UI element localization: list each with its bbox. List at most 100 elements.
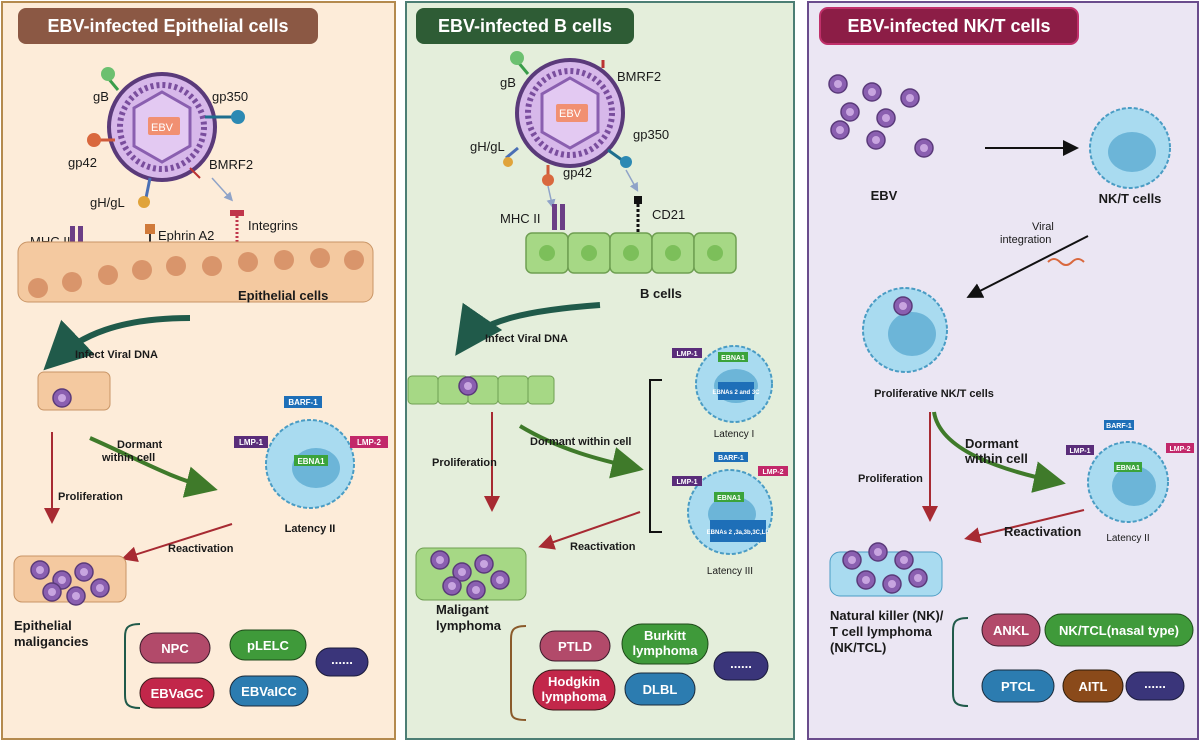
tag-lmp1: LMP-1 xyxy=(239,438,264,447)
tag-lmp2-nkt: LMP-2 xyxy=(1170,446,1191,453)
tag-ebnas-l3: EBNAs 2 ,3a,3b,3C,LP xyxy=(707,530,770,536)
label-proliferation-bcell: Proliferation xyxy=(432,457,497,469)
disease-more-bcell-label: ...... xyxy=(730,656,752,671)
disease-ankl-label: ANKL xyxy=(993,623,1029,638)
tag-ebna1-l3: EBNA1 xyxy=(717,495,741,502)
tag-lmp2-l3: LMP-2 xyxy=(763,469,784,476)
epithelial-tumor-icon xyxy=(13,555,127,606)
disease-ptcl xyxy=(981,669,1055,703)
disease-nktcl-nasal xyxy=(1044,613,1194,647)
disease-npc xyxy=(139,632,211,664)
infected-bcells-icon xyxy=(407,375,555,405)
label-latency2-nkt: Latency II xyxy=(1106,533,1149,544)
bcell-bracket xyxy=(510,625,527,721)
ebv-core-label-bcell: EBV xyxy=(559,108,582,120)
label-latency2: Latency II xyxy=(285,523,336,535)
label-gp42-bcell: gp42 xyxy=(563,165,592,180)
epithelial-bracket xyxy=(124,623,141,709)
dormant-arrow-bcell xyxy=(518,424,644,479)
label-proliferative-nkt: Proliferative NK/T cells xyxy=(874,388,994,400)
disease-ebvaicc xyxy=(229,675,309,707)
disease-ebvaicc-label: EBVaICC xyxy=(241,684,297,699)
label-gp350: gp350 xyxy=(212,89,248,104)
label-reactivation-nkt: Reactivation xyxy=(1004,524,1081,539)
label-ghgl-bcell: gH/gL xyxy=(470,139,505,154)
tag-lmp1-l3: LMP-1 xyxy=(677,479,698,486)
disease-ptld-label: PTLD xyxy=(558,639,592,654)
label-gp350-bcell: gp350 xyxy=(633,127,669,142)
label-nkt-lymphoma: Natural killer (NK)/T cell lymphoma(NK/T… xyxy=(830,608,944,655)
ebv-virion-bcell-icon xyxy=(503,51,632,186)
panel-nkt-title: EBV-infected NK/T cells xyxy=(847,16,1050,36)
disease-more-nkt-label: ...... xyxy=(1144,676,1166,691)
label-infect-viral-dna: Infect Viral DNA xyxy=(75,349,158,361)
nkt-bracket xyxy=(952,617,969,707)
disease-burkitt xyxy=(621,623,709,665)
receptor-integrin-icon xyxy=(230,210,244,248)
disease-ankl xyxy=(981,613,1041,647)
tag-ebna1-l1: EBNA1 xyxy=(721,355,745,362)
label-ghgl: gH/gL xyxy=(90,195,125,210)
label-gp42: gp42 xyxy=(68,155,97,170)
disease-aitl xyxy=(1062,669,1124,703)
receptor-mhc-bcell-icon xyxy=(552,204,565,230)
bcell-layer xyxy=(525,232,737,274)
label-proliferation-nkt: Proliferation xyxy=(858,473,923,485)
panel-nkt-header xyxy=(819,7,1079,45)
panel-bcell-header xyxy=(416,8,634,44)
dormant-arrow-nkt xyxy=(932,411,1066,493)
proliferative-nkt-icon xyxy=(862,287,948,373)
label-gb-bcell: gB xyxy=(500,75,516,90)
infected-cells-icon xyxy=(37,371,111,411)
disease-more-epithelial xyxy=(315,647,369,677)
label-reactivation-bcell: Reactivation xyxy=(570,541,636,553)
reactivation-arrow-nkt xyxy=(964,509,1085,543)
disease-ptld xyxy=(539,630,611,662)
disease-plelc-label: pLELC xyxy=(247,638,289,653)
tag-lmp1-l1: LMP-1 xyxy=(677,351,698,358)
label-integrins: Integrins xyxy=(248,218,298,233)
label-proliferation: Proliferation xyxy=(58,491,123,503)
nkt-cell-icon xyxy=(1089,107,1171,189)
disease-more-epithelial-label: ...... xyxy=(331,652,353,667)
latency1-cell-icon xyxy=(672,345,773,423)
disease-ptcl-label: PTCL xyxy=(1001,679,1035,694)
label-epithelial-cells: Epithelial cells xyxy=(238,288,328,303)
ebv-core-label: EBV xyxy=(151,122,174,134)
label-ebv-nkt: EBV xyxy=(871,188,898,203)
dna-icon xyxy=(1047,258,1085,266)
ebv-virion-icon xyxy=(87,67,245,208)
tag-barf1-l3: BARF-1 xyxy=(718,455,744,462)
disease-plelc xyxy=(229,629,307,661)
disease-npc-label: NPC xyxy=(161,641,189,656)
receptor-mhc-icon xyxy=(70,226,83,254)
lymphoma-tumor-icon xyxy=(415,547,527,601)
dormant-arrow xyxy=(89,436,218,498)
panel-epithelial-header xyxy=(18,8,318,44)
infect-arrow xyxy=(43,315,191,371)
disease-aitl-label: AITL xyxy=(1079,679,1108,694)
label-nkt-cells: NK/T cells xyxy=(1099,191,1162,206)
tag-lmp2: LMP-2 xyxy=(357,438,382,447)
disease-nktcl-nasal-label: NK/TCL(nasal type) xyxy=(1059,623,1179,638)
label-bmrf2: BMRF2 xyxy=(209,157,253,172)
receptor-cd21-icon xyxy=(634,196,642,232)
label-latency1: Latency I xyxy=(714,429,755,440)
label-dormant-bcell: Dormant within cell xyxy=(530,436,631,448)
label-latency3: Latency III xyxy=(707,566,753,577)
latency2-cell-icon xyxy=(234,396,388,509)
epithelial-cell-layer xyxy=(17,241,374,303)
reactivation-arrow xyxy=(121,523,233,562)
label-infect-bcell: Infect Viral DNA xyxy=(485,333,568,345)
disease-more-bcell xyxy=(713,651,769,681)
panel-epithelial: EBV-infected Epithelial cells EBV gB gp3… xyxy=(1,1,396,740)
tag-ebna1: EBNA1 xyxy=(297,457,325,466)
latency2-nkt-icon xyxy=(1066,420,1194,523)
infect-arrow-bcell xyxy=(455,302,601,356)
